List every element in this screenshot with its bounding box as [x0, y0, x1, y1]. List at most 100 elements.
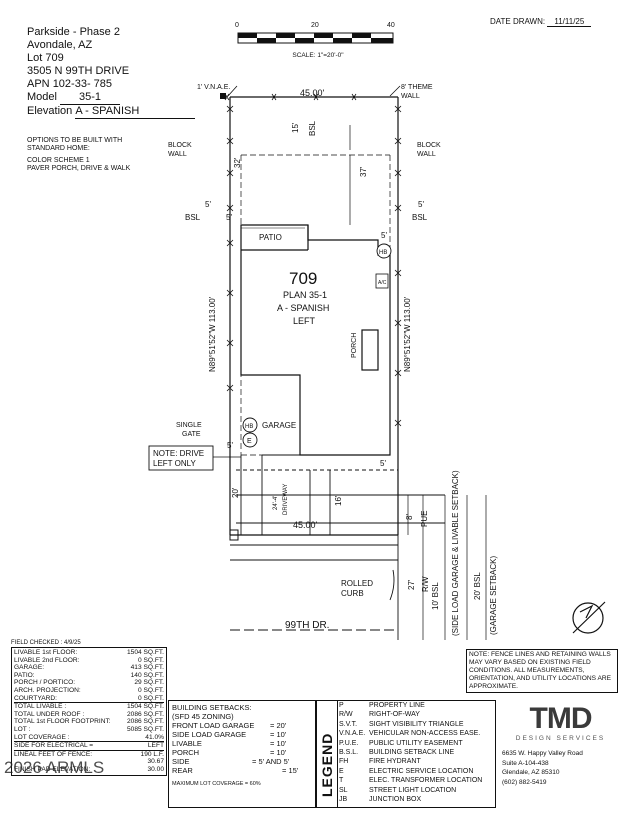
svg-text:5': 5' [381, 231, 387, 240]
city: Avondale, AZ [27, 39, 93, 51]
company-logo: TMD [529, 702, 593, 735]
svg-text:BLOCK: BLOCK [417, 142, 441, 149]
legend-row: S.V.T.SIGHT VISIBILITY TRIANGLE [339, 720, 464, 728]
svg-text:DRIVEWAY: DRIVEWAY [283, 484, 289, 515]
fence-note: NOTE: FENCE LINES AND RETAINING WALLS MA… [466, 649, 618, 693]
watermark: 2026 ARMLS [4, 758, 105, 777]
electric-service-icon [242, 432, 258, 448]
svg-text:PUE: PUE [420, 511, 429, 527]
svg-text:A - SPANISH: A - SPANISH [277, 303, 329, 313]
svg-text:SINGLE: SINGLE [176, 422, 202, 429]
company-tagline: DESIGN SERVICES [515, 735, 606, 742]
svg-text:15': 15' [291, 122, 300, 133]
street-light-icon: SL [339, 786, 348, 794]
stat-row: TOTAL UNDER ROOF :2086 SQ.FT. [14, 710, 164, 718]
svg-text:LEFT ONLY: LEFT ONLY [153, 459, 196, 468]
svg-text:20': 20' [231, 487, 240, 498]
svg-text:20' BSL: 20' BSL [473, 572, 482, 600]
svg-text:27': 27' [407, 579, 416, 590]
svg-text:E: E [247, 438, 252, 445]
stat-row: PATIO:140 SQ.FT. [14, 671, 164, 679]
svg-text:16': 16' [334, 495, 343, 506]
community-name: Parkside - Phase 2 [27, 26, 120, 38]
svg-text:BLOCK: BLOCK [168, 142, 192, 149]
street-name: 99TH DR. [285, 620, 329, 631]
legend-row: B.S.L.BUILDING SETBACK LINE [339, 749, 455, 757]
width-top: 45.00' [300, 88, 325, 98]
elevation-line: Elevation A - SPANISH [27, 105, 196, 119]
svg-text:(SIDE LOAD GARAGE & LIVABLE SE: (SIDE LOAD GARAGE & LIVABLE SETBACK) [451, 470, 460, 636]
setback-row: LIVABLE= 10' [172, 739, 287, 748]
svg-text:8': 8' [405, 514, 414, 520]
svg-text:5': 5' [227, 441, 233, 450]
site-plan: 45.00' 1' V.N.A.E. 8' THEME WALL BLOCK W… [148, 84, 606, 640]
header-block: Parkside - Phase 2 Avondale, AZ Lot 709 … [27, 26, 196, 119]
svg-text:HB: HB [245, 424, 253, 430]
stat-row: PORCH / PORTICO:29 SQ.FT. [14, 679, 164, 687]
north-arrow-icon [572, 601, 606, 634]
setback-row: REAR= 15' [172, 766, 299, 775]
svg-text:N89°51'52"W 113.00': N89°51'52"W 113.00' [403, 296, 412, 372]
stat-row: LOT :5085 SQ.FT. [14, 725, 164, 733]
legend-title: LEGEND [319, 732, 335, 797]
stat-row: FINISH PAD ELEVATION:30.00 [14, 765, 164, 773]
svg-text:NOTE: DRIVE: NOTE: DRIVE [153, 449, 204, 458]
svg-text:PORCH: PORCH [351, 333, 358, 358]
stat-row: LIVABLE 1st FLOOR:1504 SQ.FT. [14, 649, 164, 656]
lot-line: Lot 709 [27, 52, 64, 64]
hose-bib-icon [242, 417, 258, 433]
note-box [148, 445, 214, 471]
setbacks-box: BUILDING SETBACKS: (SFD 45 ZONING) FRONT… [168, 700, 316, 808]
transformer-icon: T [339, 777, 344, 785]
stat-row: TOTAL LIVABLE :1504 SQ.FT. [14, 703, 164, 711]
svg-text:32': 32' [233, 157, 242, 168]
options-block: OPTIONS TO BE BUILT WITH STANDARD HOME: … [27, 137, 131, 172]
legend-row: P.U.E.PUBLIC UTILITY EASEMENT [339, 739, 463, 747]
model-line: Model 35-1 [27, 91, 195, 105]
stat-row: COURTYARD:0 SQ.FT. [14, 694, 164, 702]
svg-text:45.00': 45.00' [293, 520, 318, 530]
stat-row: 30.67 [147, 758, 164, 766]
hose-bib-icon [376, 243, 392, 259]
setback-row: SIDE LOAD GARAGE= 10' [172, 730, 287, 739]
stat-row: LOT COVERAGE :41.0% [14, 733, 164, 741]
svg-text:PATIO: PATIO [259, 233, 282, 242]
svg-text:LEFT: LEFT [293, 316, 316, 326]
svg-text:(GARAGE SETBACK): (GARAGE SETBACK) [489, 556, 498, 635]
svg-text:10' BSL: 10' BSL [431, 582, 440, 610]
svg-text:GARAGE: GARAGE [262, 421, 296, 430]
legend-row: V.N.A.E.VEHICULAR NON-ACCESS EASE. [339, 730, 481, 738]
svg-text:1' V.N.A.E.: 1' V.N.A.E. [197, 84, 230, 91]
svg-text:GATE: GATE [182, 431, 201, 438]
stat-row: GARAGE:413 SQ.FT. [14, 664, 164, 672]
svg-text:5': 5' [205, 200, 211, 209]
svg-text:24'-4": 24'-4" [273, 495, 279, 510]
svg-text:BSL: BSL [185, 213, 201, 222]
scale-label: SCALE: 1"=20'-0" [292, 52, 344, 59]
svg-text:HB: HB [379, 250, 387, 256]
house-footprint [240, 224, 391, 456]
junction-box-icon: JB [339, 796, 348, 804]
setback-row: FRONT LOAD GARAGE= 20' [172, 721, 287, 730]
svg-text:5': 5' [418, 200, 424, 209]
svg-text:37': 37' [359, 166, 368, 177]
svg-text:BSL: BSL [412, 213, 428, 222]
svg-text:BSL: BSL [308, 120, 317, 136]
date-drawn: DATE DRAWN: 11/11/25 [490, 17, 592, 27]
company-block: TMD DESIGN SERVICES 6635 W. Happy Valley… [498, 703, 623, 787]
svg-text:A/C: A/C [378, 280, 387, 286]
electric-service-icon: E [339, 767, 344, 775]
address: 3505 N 99TH DRIVE [27, 65, 130, 77]
stat-row: LINEAL FEET OF FENCE:190 L.F. [14, 750, 164, 758]
svg-text:PLAN 35-1: PLAN 35-1 [283, 290, 327, 300]
scale-checker [237, 32, 394, 44]
stat-row: SIDE FOR ELECTRICAL =LEFT [14, 742, 164, 750]
svg-text:ROLLED: ROLLED [341, 579, 373, 588]
svg-text:CURB: CURB [341, 589, 364, 598]
